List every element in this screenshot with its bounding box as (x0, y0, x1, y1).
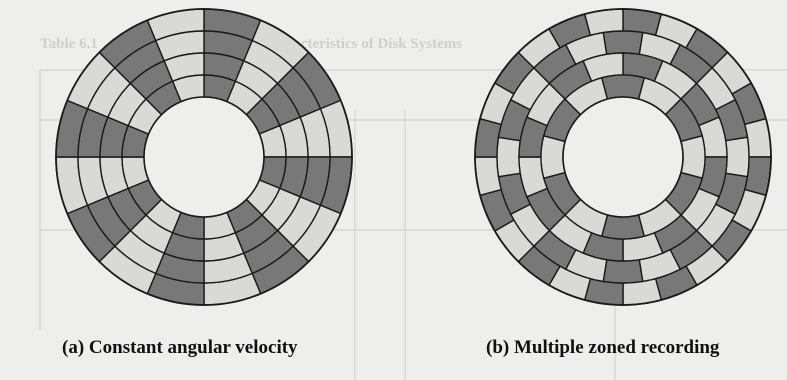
disk-diagram-mzr (474, 8, 772, 306)
caption-constant-angular-velocity: (a) Constant angular velocity (62, 337, 298, 358)
sector-track-2-15 (496, 136, 522, 178)
background-table-title: Table 6.1 (40, 36, 98, 52)
sector-track-4-9 (540, 134, 566, 180)
background-table-heading: Characteristics of Disk Systems (260, 36, 463, 52)
disk-diagram-cav (55, 8, 353, 306)
caption-multiple-zoned-recording: (b) Multiple zoned recording (486, 337, 720, 358)
sector-track-4-12 (600, 74, 646, 100)
spindle-hole (562, 96, 684, 218)
sector-track-4-3 (680, 134, 706, 180)
disk-rim (474, 8, 772, 306)
sector-track-2-10 (602, 258, 644, 284)
disk-rim (55, 8, 353, 306)
sector-track-2-20 (602, 30, 644, 56)
spindle-hole (143, 96, 265, 218)
sector-track-4-6 (600, 214, 646, 240)
sector-track-2-5 (724, 136, 750, 178)
